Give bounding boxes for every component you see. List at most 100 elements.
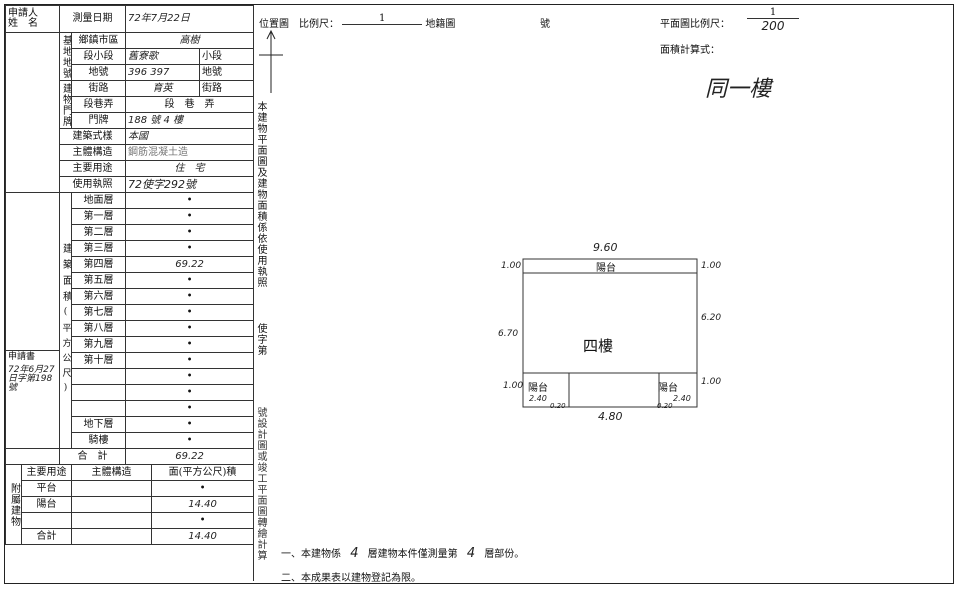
section-suffix: 小段 bbox=[199, 48, 255, 65]
dim-right-bal-w: 2.40 bbox=[673, 394, 691, 403]
plan-scale-label: 平面圖比例尺： bbox=[660, 19, 730, 30]
structure-value: 鋼筋混凝土造 bbox=[125, 144, 255, 161]
attached-use: 合計 bbox=[20, 528, 73, 545]
dim-small-right: 0.20 bbox=[657, 402, 673, 410]
floor-name: 第六層 bbox=[71, 288, 127, 305]
building-style-label: 建築式樣 bbox=[59, 128, 127, 145]
attached-area: • bbox=[151, 480, 255, 497]
lane-label: 段巷弄 bbox=[71, 96, 127, 113]
left-balcony bbox=[522, 372, 570, 408]
floor-name: 第四層 bbox=[71, 256, 127, 273]
permit-value: 72使字292號 bbox=[125, 176, 255, 193]
dim-right-bal-h: 1.00 bbox=[701, 377, 722, 387]
lot-value: 396 397 bbox=[125, 64, 201, 81]
land-label: 基地地號 bbox=[59, 32, 73, 81]
survey-date-label: 測量日期 bbox=[59, 5, 127, 33]
area-label: 建築面積(平方公尺) bbox=[59, 192, 73, 449]
attached-use bbox=[20, 512, 73, 529]
lot-suffix: 地號 bbox=[199, 64, 255, 81]
floor-area: • bbox=[125, 416, 255, 433]
floor-area: • bbox=[125, 320, 255, 337]
floor-area: • bbox=[125, 368, 255, 385]
area-calc-label: 面積計算式： bbox=[660, 45, 720, 56]
plan-scale-num: 1 bbox=[747, 7, 799, 19]
total-side-blank bbox=[4, 448, 61, 465]
floor-name: 第五層 bbox=[71, 272, 127, 289]
floor-area: • bbox=[125, 192, 255, 209]
application-no-label: 申請書 bbox=[6, 350, 59, 364]
floor-name: 地面層 bbox=[71, 192, 127, 209]
survey-sheet: 申請人 姓 名 測量日期 72年7月22日 基地地號 鄉鎮市區 高樹 段小段 舊… bbox=[4, 4, 954, 584]
dim-top: 9.60 bbox=[593, 241, 618, 254]
permit-label: 使用執照 bbox=[59, 176, 127, 193]
attached-structure bbox=[71, 496, 153, 513]
floor-area: • bbox=[125, 432, 255, 449]
vertical-note-1: 本建物平面圖及建物面積係依使用執照 bbox=[255, 101, 266, 288]
floor-area: • bbox=[125, 272, 255, 289]
location-label: 位置圖 比例尺： 1 地籍圖 bbox=[259, 13, 456, 31]
floor-area: • bbox=[125, 304, 255, 321]
lane-value: 段 巷 弄 bbox=[125, 96, 255, 113]
form-divider bbox=[253, 5, 254, 581]
top-balcony bbox=[522, 258, 698, 274]
dim-left-top: 1.00 bbox=[501, 261, 522, 271]
township-value: 高樹 bbox=[125, 32, 255, 49]
township-label: 鄉鎮市區 bbox=[71, 32, 127, 49]
attached-structure bbox=[71, 480, 153, 497]
floor-area: • bbox=[125, 384, 255, 401]
vertical-note-3: 號設計圖或竣工平面圖轉繪計算 bbox=[255, 407, 266, 561]
location-suffix: 地籍圖 bbox=[425, 19, 456, 30]
north-arrow-icon bbox=[259, 29, 283, 93]
floor-name-label: 四樓 bbox=[583, 337, 614, 355]
area-label-text: 建築面積 bbox=[60, 242, 72, 307]
note-1-e: 層部份。 bbox=[484, 549, 525, 560]
attached-label: 附屬建物 bbox=[5, 464, 22, 545]
location-scale-label: 位置圖 比例尺： bbox=[259, 19, 339, 30]
main-use-value: 住 宅 bbox=[125, 160, 255, 177]
right-balcony bbox=[658, 372, 698, 408]
attached-area: 14.40 bbox=[151, 496, 255, 513]
attached-header-structure: 主體構造 bbox=[71, 464, 153, 481]
floor-area: • bbox=[125, 400, 255, 417]
area-unit: (平方公尺) bbox=[60, 306, 71, 399]
doorplate-label: 建物門牌 bbox=[59, 80, 73, 129]
number-label: 門牌 bbox=[71, 112, 127, 129]
applicant-label: 申請人 姓 名 bbox=[4, 5, 61, 33]
dim-bottom: 4.80 bbox=[598, 410, 623, 423]
floor-area: • bbox=[125, 336, 255, 353]
application-no-value: 72年6月27日字第198號 bbox=[8, 365, 55, 393]
dim-small-left: 0.20 bbox=[550, 402, 566, 410]
number-value: 188 號 4 樓 bbox=[125, 112, 255, 129]
street-label: 街路 bbox=[71, 80, 127, 97]
note-1-c: 層建物本件僅測量第 bbox=[367, 549, 458, 560]
main-use-label: 主要用途 bbox=[59, 160, 127, 177]
note-2: 二、本成果表以建物登記為限。 bbox=[281, 573, 421, 584]
street-value: 育英 bbox=[125, 80, 201, 97]
attached-area: • bbox=[151, 512, 255, 529]
building-data-form: 申請人 姓 名 測量日期 72年7月22日 基地地號 鄉鎮市區 高樹 段小段 舊… bbox=[4, 5, 255, 545]
attached-use: 陽台 bbox=[20, 496, 73, 513]
right-balcony-label: 陽台 bbox=[658, 383, 678, 394]
dim-right-mid: 6.20 bbox=[701, 313, 722, 323]
note-1-floor: 4 bbox=[466, 546, 476, 561]
attached-structure bbox=[71, 512, 153, 529]
dim-left-bal-h: 1.00 bbox=[503, 381, 524, 391]
area-calc-value: 同一樓 bbox=[705, 77, 772, 102]
plan-scale-fraction: 1 200 bbox=[747, 7, 799, 33]
attached-structure bbox=[71, 528, 153, 545]
dim-left-bal-w: 2.40 bbox=[529, 394, 547, 403]
floor-area: 69.22 bbox=[125, 256, 255, 273]
total-value: 69.22 bbox=[125, 448, 255, 465]
left-balcony-label: 陽台 bbox=[528, 383, 548, 394]
floor-name: 第三層 bbox=[71, 240, 127, 257]
building-style-value: 本國 bbox=[125, 128, 255, 145]
note-1-floors: 4 bbox=[350, 546, 359, 561]
dim-left-mid: 6.70 bbox=[498, 329, 519, 339]
floor-name: 地下層 bbox=[71, 416, 127, 433]
section-label: 段小段 bbox=[71, 48, 127, 65]
floor-area: • bbox=[125, 240, 255, 257]
street-suffix: 街路 bbox=[199, 80, 255, 97]
floor-name bbox=[71, 368, 127, 385]
